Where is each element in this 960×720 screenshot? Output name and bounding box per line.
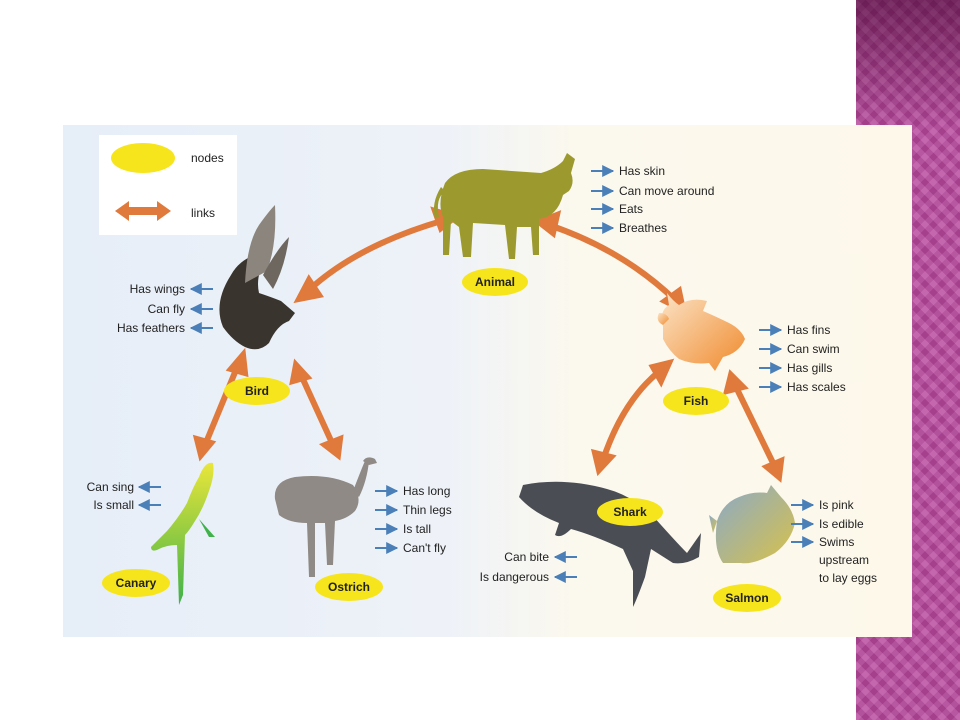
goldfish-icon xyxy=(657,293,745,371)
bird-property: Has wings xyxy=(130,282,185,296)
legend-link-swatch xyxy=(115,201,171,221)
ostrich-icon xyxy=(274,457,377,577)
link-bird-ostrich xyxy=(289,358,344,461)
svg-text:Bird: Bird xyxy=(245,384,269,398)
ostrich-property: Thin legs xyxy=(403,503,452,517)
salmon-icon xyxy=(709,485,795,564)
canary-property: Can sing xyxy=(87,480,134,494)
legend-links-label: links xyxy=(191,206,215,220)
diagram-canvas: nodes links xyxy=(87,135,877,612)
salmon-property: Is edible xyxy=(819,517,864,531)
animal-property: Can move around xyxy=(619,184,714,198)
shark-property: Can bite xyxy=(504,550,549,564)
svg-text:Shark: Shark xyxy=(613,505,647,519)
bird-property: Can fly xyxy=(148,302,185,316)
svg-text:Canary: Canary xyxy=(116,576,157,590)
animal-property: Breathes xyxy=(619,221,667,235)
shark-properties xyxy=(553,551,577,583)
ostrich-property: Has long xyxy=(403,484,450,498)
svg-text:Ostrich: Ostrich xyxy=(328,580,370,594)
node-fish: Fish xyxy=(663,387,729,415)
svg-text:Animal: Animal xyxy=(475,275,515,289)
canary-icon xyxy=(151,462,215,605)
node-salmon: Salmon xyxy=(713,584,781,612)
link-animal-bird xyxy=(293,206,462,304)
animal-properties xyxy=(591,165,615,234)
legend: nodes links xyxy=(99,135,237,235)
cow-icon xyxy=(433,153,575,259)
fish-property: Has gills xyxy=(787,361,832,375)
shark-property: Is dangerous xyxy=(480,570,549,584)
bird-property: Has feathers xyxy=(117,321,185,335)
salmon-property: Swims xyxy=(819,535,854,549)
node-bird: Bird xyxy=(224,377,290,405)
semantic-network-diagram: nodes links xyxy=(63,125,912,637)
salmon-property: upstream xyxy=(819,553,869,567)
fish-property: Has scales xyxy=(787,380,846,394)
ostrich-property: Can't fly xyxy=(403,541,446,555)
salmon-property: to lay eggs xyxy=(819,571,877,585)
eagle-icon xyxy=(219,205,295,350)
node-animal: Animal xyxy=(462,268,528,296)
canary-property: Is small xyxy=(93,498,134,512)
fish-property: Has fins xyxy=(787,323,830,337)
animal-property: Has skin xyxy=(619,164,665,178)
shark-icon xyxy=(519,481,701,607)
canary-properties xyxy=(137,481,161,511)
node-canary: Canary xyxy=(102,569,170,597)
legend-nodes-label: nodes xyxy=(191,151,224,165)
link-fish-shark xyxy=(590,358,675,477)
bird-properties xyxy=(189,283,213,334)
salmon-properties xyxy=(791,499,815,548)
svg-text:Salmon: Salmon xyxy=(725,591,768,605)
fish-property: Can swim xyxy=(787,342,840,356)
svg-text:Fish: Fish xyxy=(684,394,709,408)
animal-property: Eats xyxy=(619,202,643,216)
ostrich-property: Is tall xyxy=(403,522,431,536)
fish-properties xyxy=(759,324,783,393)
node-ostrich: Ostrich xyxy=(315,573,383,601)
salmon-property: Is pink xyxy=(819,498,855,512)
ostrich-properties xyxy=(375,485,399,554)
legend-node-swatch xyxy=(111,143,175,173)
node-shark: Shark xyxy=(597,498,663,526)
link-bird-canary xyxy=(192,347,249,462)
link-fish-salmon xyxy=(722,369,785,483)
